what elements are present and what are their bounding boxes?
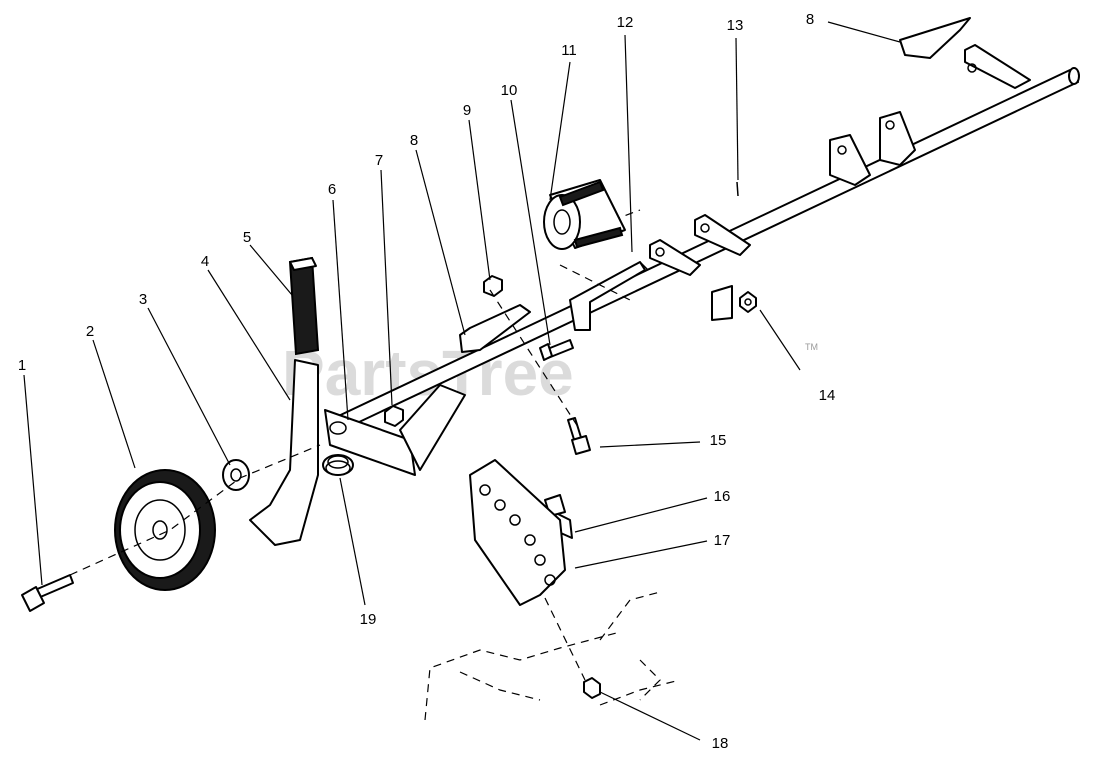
callout-2: 2 — [86, 323, 94, 340]
callout-16: 16 — [714, 488, 731, 505]
bar-bracket-middle — [829, 111, 916, 186]
callout-8-upper: 8 — [806, 11, 814, 28]
arm-part-6 — [324, 384, 466, 476]
mower-deck-outline — [424, 591, 681, 721]
bar-bracket-right — [964, 44, 1031, 89]
wheel-part-2 — [114, 469, 216, 591]
bolt-part-10 — [539, 339, 574, 361]
callout-19: 19 — [360, 611, 377, 628]
callout-6: 6 — [328, 181, 336, 198]
callout-18: 18 — [712, 735, 729, 752]
callout-7: 7 — [375, 152, 383, 169]
wheel-axis-guide — [69, 444, 321, 576]
axle-rod-part-12 — [569, 261, 649, 331]
callout-11: 11 — [561, 42, 577, 59]
bolt-part-1 — [21, 574, 74, 612]
callout-17: 17 — [714, 532, 731, 549]
grip-pad-part-5 — [288, 256, 320, 356]
nut-guide — [544, 597, 586, 681]
bar-tab-plate — [711, 285, 733, 321]
roller-part-11 — [543, 179, 626, 250]
bolt-part-15 — [567, 417, 591, 455]
callout-5: 5 — [243, 229, 251, 246]
callout-13: 13 — [727, 17, 744, 34]
callout-15: 15 — [710, 432, 727, 449]
callout-14: 14 — [819, 387, 836, 404]
callout-4: 4 — [201, 253, 209, 270]
washer-part-3 — [222, 459, 250, 491]
spring-part-19 — [322, 454, 354, 476]
callout-3: 3 — [139, 291, 147, 308]
pin-part-13 — [736, 181, 739, 197]
mount-plate-part-17 — [469, 459, 566, 606]
nut-part-9 — [483, 275, 503, 297]
nut-part-14 — [739, 291, 757, 313]
callout-10: 10 — [501, 82, 518, 99]
callout-8-lower: 8 — [410, 132, 418, 149]
leader-lines — [23, 21, 901, 741]
watermark-trademark: TM — [805, 342, 818, 352]
callout-1: 1 — [18, 357, 26, 374]
bracket-part-4 — [249, 359, 319, 546]
nut-part-18 — [583, 677, 601, 699]
clip-part-8-upper — [899, 17, 971, 59]
nut-part-7 — [384, 405, 404, 427]
callout-12: 12 — [617, 14, 634, 31]
callout-9: 9 — [463, 102, 471, 119]
bar-bracket-left — [649, 214, 751, 276]
clip-part-8-lower — [459, 304, 531, 353]
